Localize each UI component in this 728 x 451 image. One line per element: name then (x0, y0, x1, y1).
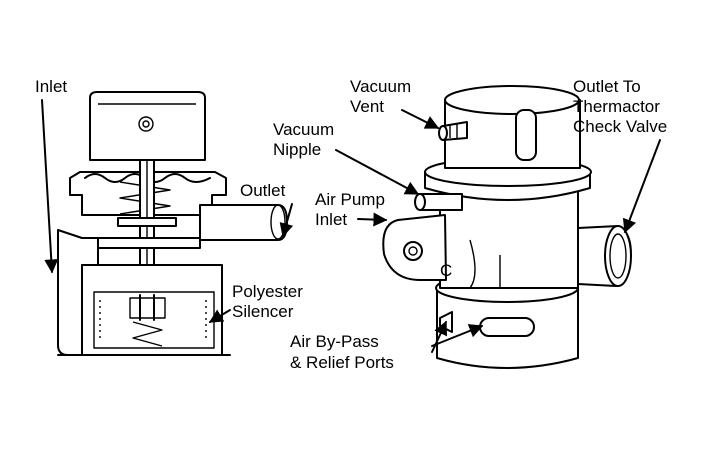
label-polyester: Polyester (232, 282, 303, 301)
label-vacuum-nipple-2: Nipple (273, 140, 321, 159)
leader-bypass-side (431, 320, 448, 353)
label-outlet: Outlet (240, 181, 286, 200)
leader-outlet (279, 203, 294, 238)
casting-mark: C (440, 261, 452, 280)
label-inlet: Inlet (35, 77, 67, 96)
label-outlet-to-3: Check Valve (573, 117, 667, 136)
leader-outlet-to (622, 139, 661, 234)
label-vacuum-vent-2: Vent (350, 97, 384, 116)
label-air-pump-2: Inlet (315, 210, 347, 229)
leader-bypass-slot (431, 324, 484, 347)
label-outlet-to-1: Outlet To (573, 77, 641, 96)
right-valve-exterior (382, 85, 632, 369)
label-air-pump-1: Air Pump (315, 190, 385, 209)
leader-silencer (208, 309, 231, 323)
label-outlet-to-2: Thermactor (573, 97, 660, 116)
leader-air-pump (357, 212, 388, 227)
label-vacuum-vent-1: Vacuum (350, 77, 411, 96)
label-bypass-1: Air By-Pass (290, 332, 379, 351)
leader-inlet (41, 99, 59, 274)
label-vacuum-nipple-1: Vacuum (273, 120, 334, 139)
leader-vacuum-nipple (335, 149, 420, 195)
left-valve-cutaway (57, 91, 288, 356)
label-silencer: Silencer (232, 302, 294, 321)
label-bypass-2: & Relief Ports (290, 353, 394, 372)
leader-vacuum-vent (401, 109, 440, 129)
